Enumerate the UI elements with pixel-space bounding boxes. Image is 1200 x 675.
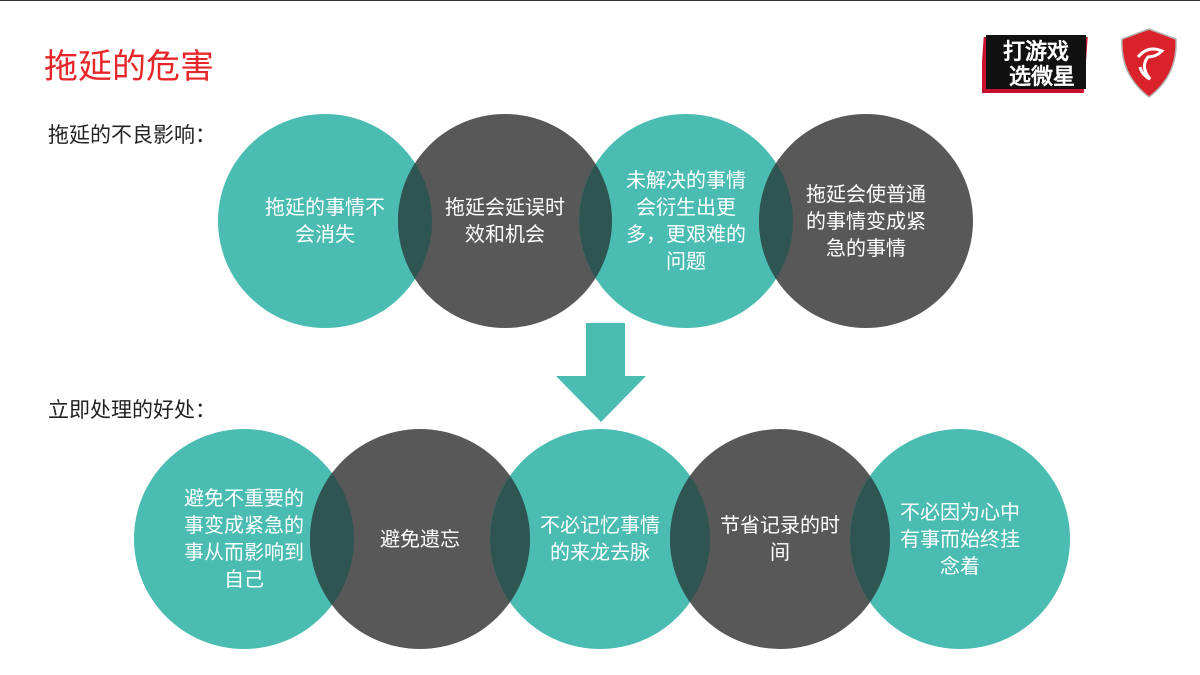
circle-label: 不必记忆事情的来龙去脉 (540, 513, 660, 564)
top-circle-text: 拖延会使普通的事情变成紧急的事情 (805, 114, 927, 328)
section-label-drawbacks: 拖延的不良影响： (48, 123, 216, 147)
top-circle-text: 未解决的事情会衍生出更多，更艰难的问题 (625, 114, 747, 328)
bottom-circle-text: 避免不重要的事变成紧急的事从而影响到自己 (182, 429, 307, 649)
circle-label: 不必因为心中有事而始终挂念着 (900, 499, 1020, 578)
svg-text:打游戏: 打游戏 (1003, 39, 1069, 65)
circle-label: 避免遗忘 (380, 526, 460, 551)
bottom-circle (670, 429, 890, 649)
svg-text:选微星: 选微星 (1009, 64, 1075, 90)
game-logo: 打游戏 选微星 (982, 35, 1088, 93)
bottom-circle (490, 429, 710, 649)
slide-title: 拖延的危害 (44, 47, 214, 87)
top-circle (579, 114, 793, 328)
down-arrow-icon (556, 323, 646, 422)
circle-label: 未解决的事情会衍生出更多，更艰难的问题 (626, 168, 746, 273)
circle-label: 节省记录的时间 (720, 513, 840, 564)
bottom-circle-text: 不必因为心中有事而始终挂念着 (898, 429, 1023, 649)
circle-label: 拖延的事情不会消失 (265, 195, 385, 246)
msi-shield-logo (1121, 28, 1177, 98)
bottom-circle (850, 429, 1070, 649)
bottom-circle (310, 429, 530, 649)
circle-label: 拖延会延误时效和机会 (445, 195, 565, 246)
bottom-circle (134, 429, 354, 649)
section-label-benefits: 立即处理的好处： (48, 398, 216, 422)
top-circle (218, 114, 432, 328)
circle-label: 避免不重要的事变成紧急的事从而影响到自己 (184, 486, 304, 591)
top-circle-text: 拖延会延误时效和机会 (444, 114, 566, 328)
top-circle (398, 114, 612, 328)
bottom-circle-text: 避免遗忘 (358, 429, 483, 649)
circle-label: 拖延会使普通的事情变成紧急的事情 (806, 181, 926, 260)
bottom-circle-text: 节省记录的时间 (718, 429, 843, 649)
top-circle-text: 拖延的事情不会消失 (264, 114, 386, 328)
top-circle (759, 114, 973, 328)
bottom-circle-text: 不必记忆事情的来龙去脉 (538, 429, 663, 649)
